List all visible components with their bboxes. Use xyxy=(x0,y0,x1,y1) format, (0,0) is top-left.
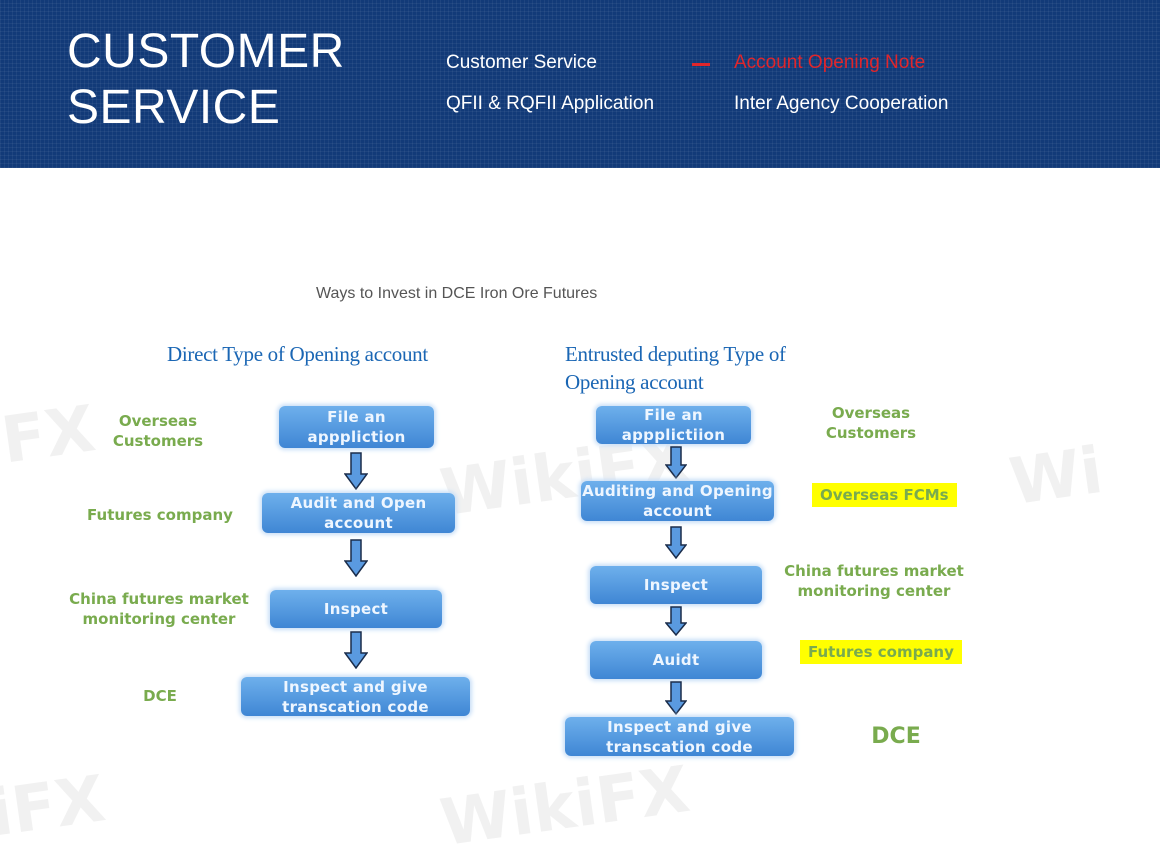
flow-arrow-down-icon xyxy=(665,526,687,559)
flow-arrow-down-icon xyxy=(665,681,687,715)
direct-label-overseas-customers: Overseas Customers xyxy=(112,412,204,450)
entrusted-label-futures-company: Futures company xyxy=(800,640,962,664)
entrusted-column-title: Entrusted deputing Type of Opening accou… xyxy=(565,342,786,394)
direct-label-monitoring-center: China futures market monitoring center xyxy=(69,590,249,628)
nav-customer-service[interactable]: Customer Service xyxy=(446,52,597,73)
nav-account-opening-note[interactable]: Account Opening Note xyxy=(734,52,926,73)
flow-arrow-down-icon xyxy=(344,631,368,669)
page-title-line2: SERVICE xyxy=(67,81,281,134)
flow-arrow-down-icon xyxy=(344,452,368,490)
entrusted-step-inspect: Inspect xyxy=(590,566,762,604)
entrusted-label-overseas-customers: Overseas Customers xyxy=(825,404,917,442)
direct-step-inspect: Inspect xyxy=(270,590,442,628)
direct-label-futures-company: Futures company xyxy=(87,506,233,524)
entrusted-label-overseas-fcms: Overseas FCMs xyxy=(812,483,957,507)
direct-step-audit-open: Audit and Open account xyxy=(262,493,455,533)
nav-inter-agency-cooperation[interactable]: Inter Agency Cooperation xyxy=(734,93,949,114)
active-indicator xyxy=(692,63,710,66)
header-banner: CUSTOMER SERVICE Customer Service Accoun… xyxy=(0,0,1160,168)
entrusted-step-auidt: Auidt xyxy=(590,641,762,679)
watermark: iFX xyxy=(0,392,100,482)
direct-step-inspect-give-code: Inspect and give transcation code xyxy=(241,677,470,716)
entrusted-step-inspect-give-code: Inspect and give transcation code xyxy=(565,717,794,756)
watermark: iFX xyxy=(0,762,110,852)
direct-label-dce: DCE xyxy=(143,687,177,705)
flow-arrow-down-icon xyxy=(665,606,687,636)
watermark: WikiFX xyxy=(436,752,695,861)
watermark: Wi xyxy=(1005,433,1108,521)
page-title-line1: CUSTOMER xyxy=(67,25,345,78)
entrusted-label-monitoring-center: China futures market monitoring center xyxy=(784,562,964,600)
page-title: CUSTOMER SERVICE xyxy=(67,24,387,136)
entrusted-label-dce: DCE xyxy=(871,724,921,749)
flow-arrow-down-icon xyxy=(665,446,687,479)
direct-column-title: Direct Type of Opening account xyxy=(167,342,428,366)
nav-qfii-rqfii-application[interactable]: QFII & RQFII Application xyxy=(446,93,655,114)
entrusted-step-file-application: File an appplictiion xyxy=(596,406,751,444)
direct-step-file-application: File an apppliction xyxy=(279,406,434,448)
section-title: Ways to Invest in DCE Iron Ore Futures xyxy=(316,285,598,302)
flow-arrow-down-icon xyxy=(344,539,368,577)
entrusted-step-auditing-opening: Auditing and Opening account xyxy=(581,481,774,521)
